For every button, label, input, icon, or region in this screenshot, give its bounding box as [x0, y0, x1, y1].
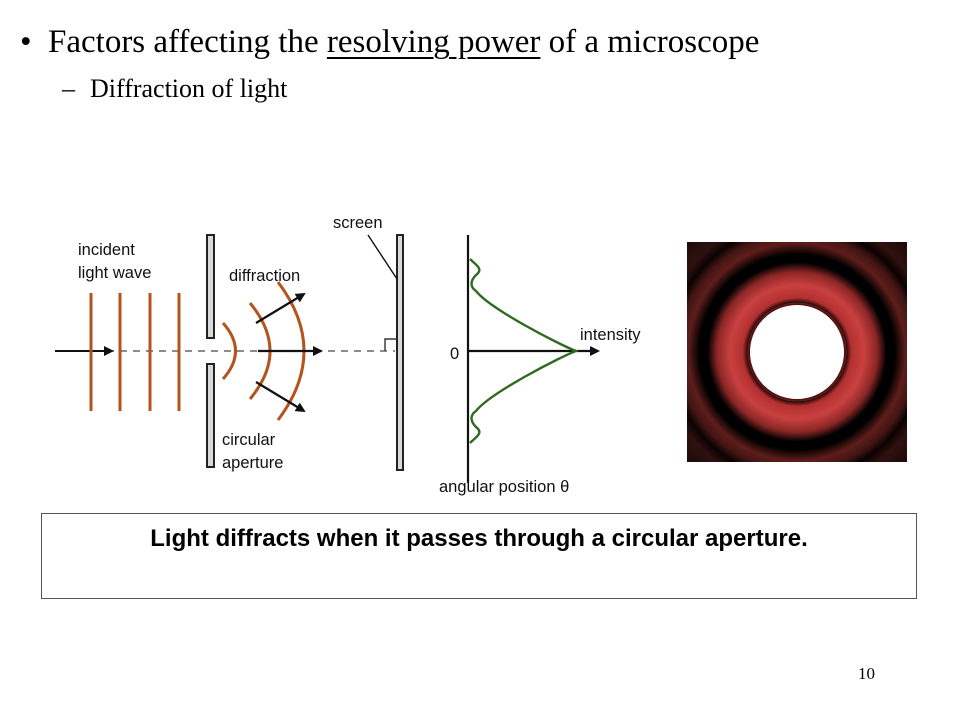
main-bullet: • Factors affecting the resolving power o…: [20, 22, 759, 62]
bullet-heading: Factors affecting the resolving power of…: [48, 24, 759, 60]
sub-bullet-text: Diffraction of light: [90, 74, 288, 103]
incident-wavefronts: [89, 293, 181, 411]
airy-disk-pattern: [687, 242, 907, 462]
diffracted-ray-down: [255, 381, 306, 413]
aperture-plate-bottom: [206, 363, 215, 468]
diffraction-diagram: incident light wave diffraction screen c…: [55, 214, 907, 496]
angular-position-label: angular position θ: [439, 478, 569, 496]
diffracted-ray-up: [255, 292, 306, 324]
sub-bullet-dash: –: [62, 74, 75, 103]
incident-label-line1: incident: [78, 241, 135, 259]
intensity-label: intensity: [580, 326, 641, 344]
heading-underlined-term: resolving power: [326, 24, 541, 60]
screen-label: screen: [333, 214, 383, 232]
heading-part-2: of a microscope: [540, 24, 760, 60]
sub-bullet: –Diffraction of light: [62, 73, 287, 105]
diffracted-wavefront: [221, 322, 237, 380]
intensity-curve: [469, 258, 580, 444]
heading-part-1: Factors affecting the: [48, 24, 327, 60]
aperture-plate-top: [206, 234, 215, 339]
incident-label-line2: light wave: [78, 264, 151, 282]
zero-label: 0: [450, 345, 459, 363]
bullet-point: •: [20, 24, 32, 60]
screen-pointer-line: [367, 234, 398, 280]
screen-plate: [396, 234, 404, 471]
caption-text: Light diffracts when it passes through a…: [150, 525, 808, 552]
aperture-label-line1: circular: [222, 431, 276, 449]
caption-box: Light diffracts when it passes through a…: [41, 513, 917, 599]
page-number: 10: [858, 664, 875, 683]
aperture-label-line2: aperture: [222, 454, 283, 472]
diffraction-label: diffraction: [229, 267, 300, 285]
right-angle-mark: [384, 338, 397, 351]
